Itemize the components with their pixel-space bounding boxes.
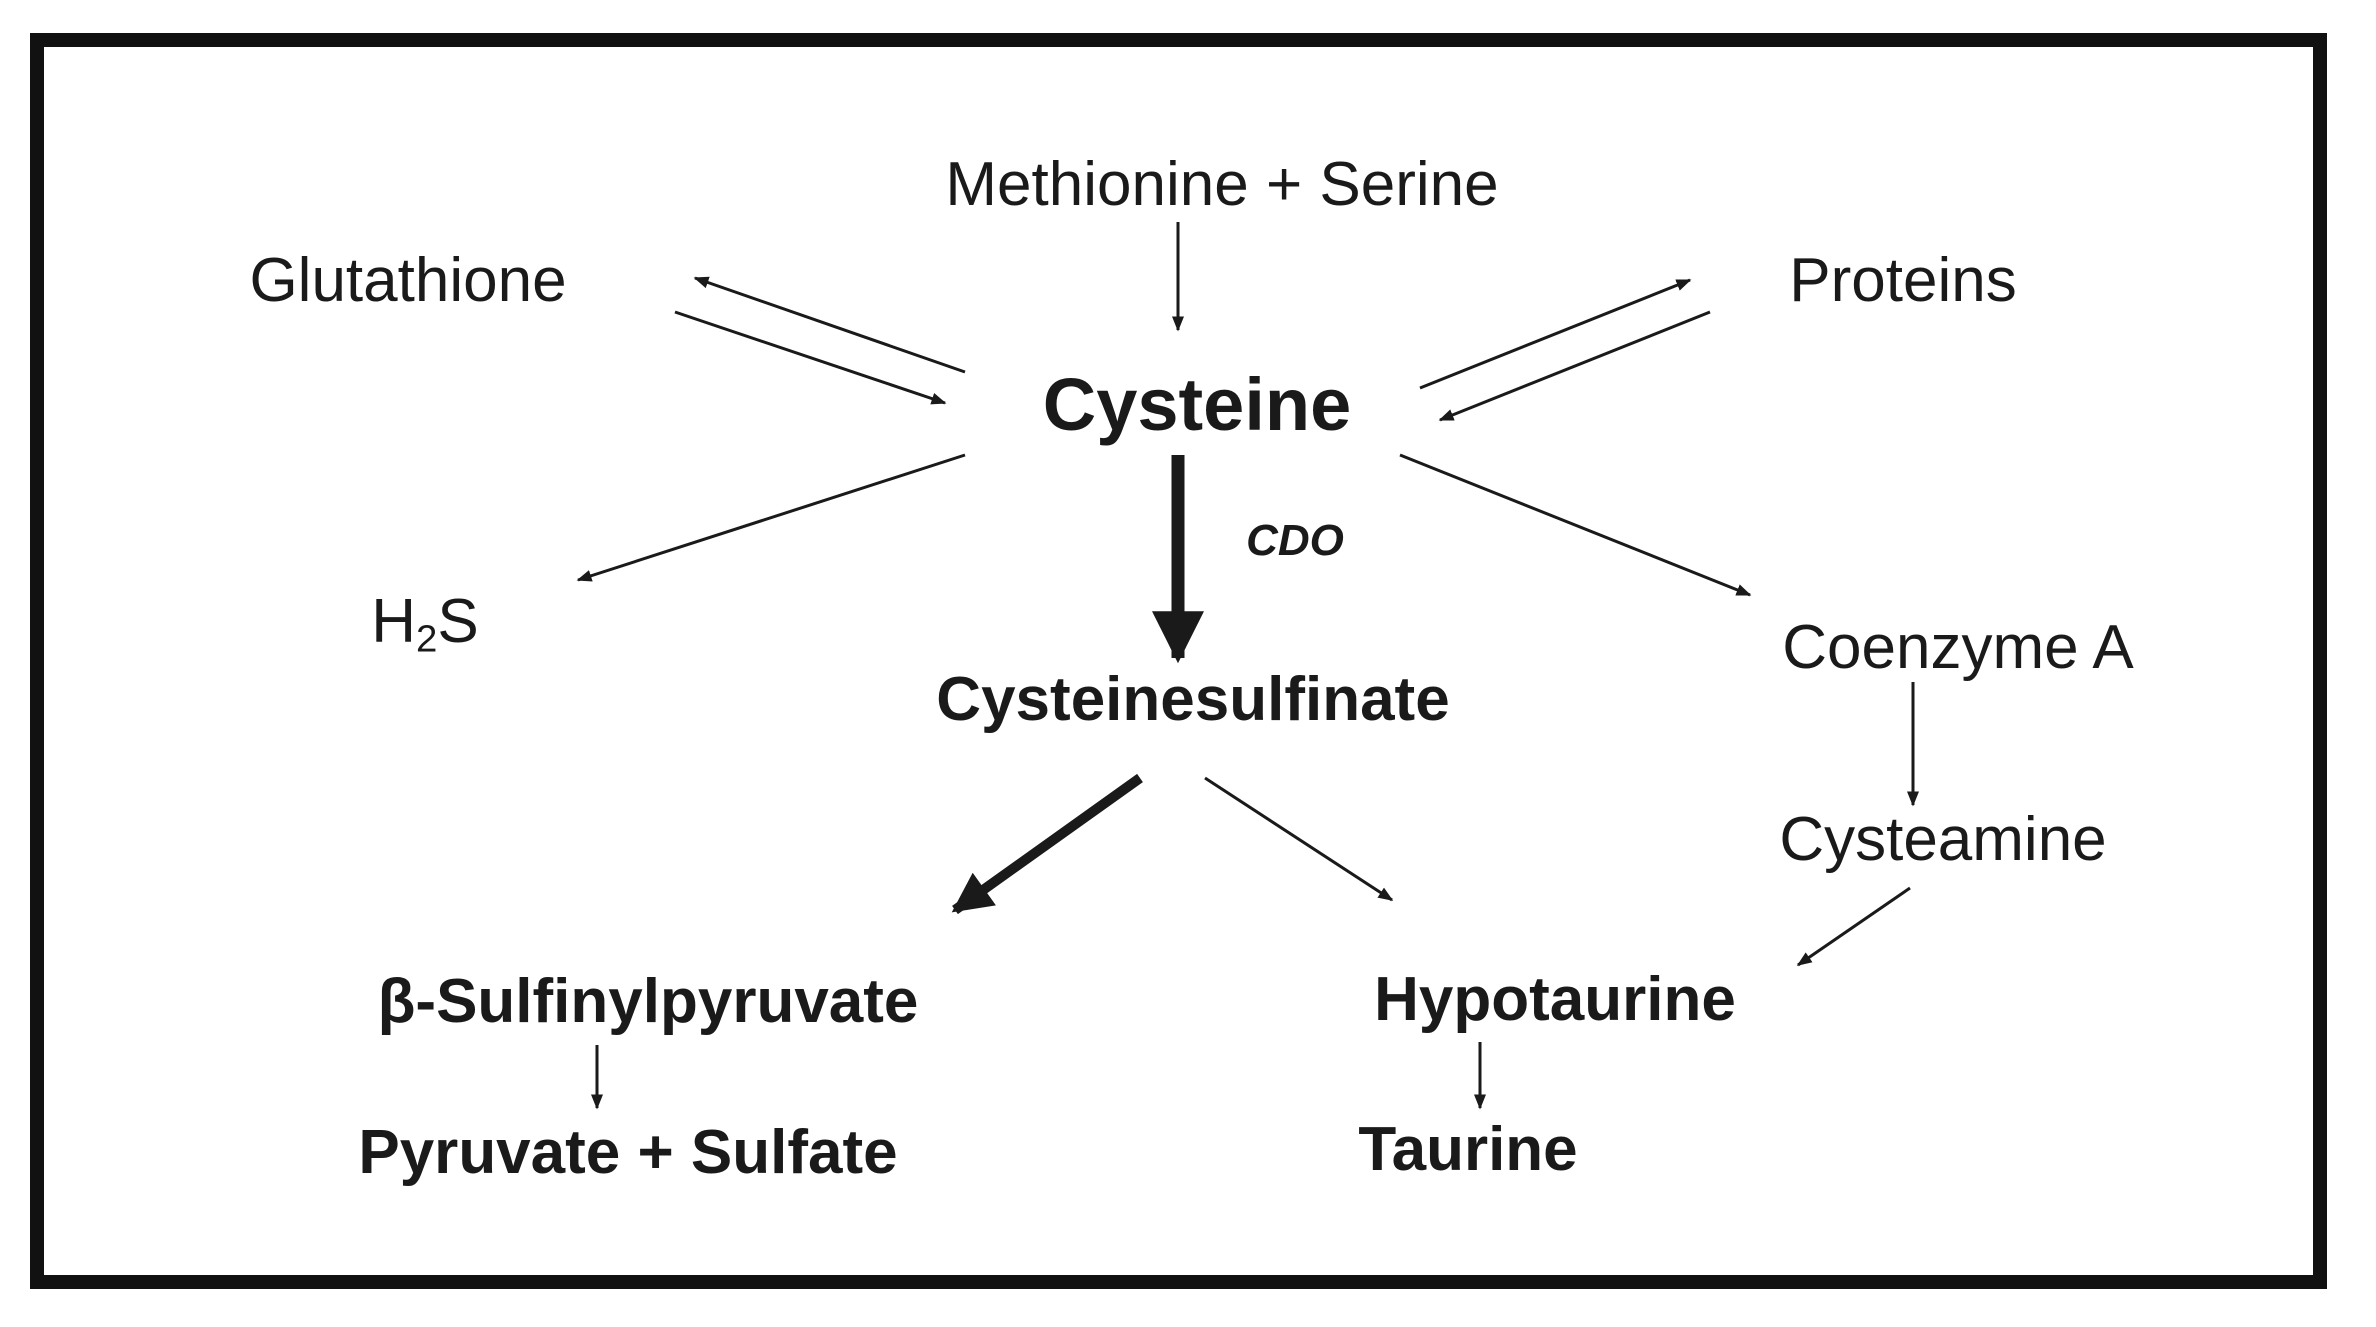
arrow-cysteinesulfinate-to-hypotaurine: [1204, 776, 1394, 902]
arrow-cysteamine-to-hypotaurine: [1796, 886, 1911, 967]
arrow-cysteine-to-coenzyme-a: [1399, 453, 1752, 597]
node-glutathione: Glutathione: [249, 246, 567, 315]
node-taurine: Taurine: [1358, 1115, 1578, 1184]
node-cysteine: Cysteine: [1042, 363, 1352, 446]
node-coenzyme-a: Coenzyme A: [1782, 613, 2134, 682]
arrow-glutathione-to-cysteine: [674, 310, 947, 405]
node-hypotaurine: Hypotaurine: [1374, 965, 1736, 1034]
arrow-cysteine-to-glutathione: [693, 276, 966, 374]
arrow-proteins-to-cysteine: [1438, 310, 1711, 422]
node-h2s: H2S: [371, 590, 479, 661]
node-cysteamine: Cysteamine: [1779, 805, 2107, 874]
node-pyruvate-sulfate: Pyruvate + Sulfate: [358, 1118, 898, 1187]
h2s-symbol-h: H: [371, 586, 417, 656]
arrow-cysteine-to-proteins: [1419, 278, 1692, 390]
arrow-cysteinesulfinate-to-sulfinylpyruvate: [951, 773, 1143, 915]
node-sulfinylpyruvate: β-Sulfinylpyruvate: [377, 967, 919, 1036]
arrow-cysteine-to-h2s: [576, 453, 966, 582]
h2s-symbol-s: S: [437, 586, 479, 656]
h2s-subscript: 2: [416, 617, 438, 661]
node-cysteinesulfinate: Cysteinesulfinate: [936, 665, 1450, 734]
enzyme-label-cdo: CDO: [1246, 516, 1344, 565]
node-methionine-serine: Methionine + Serine: [945, 150, 1499, 219]
node-proteins: Proteins: [1789, 246, 2017, 315]
